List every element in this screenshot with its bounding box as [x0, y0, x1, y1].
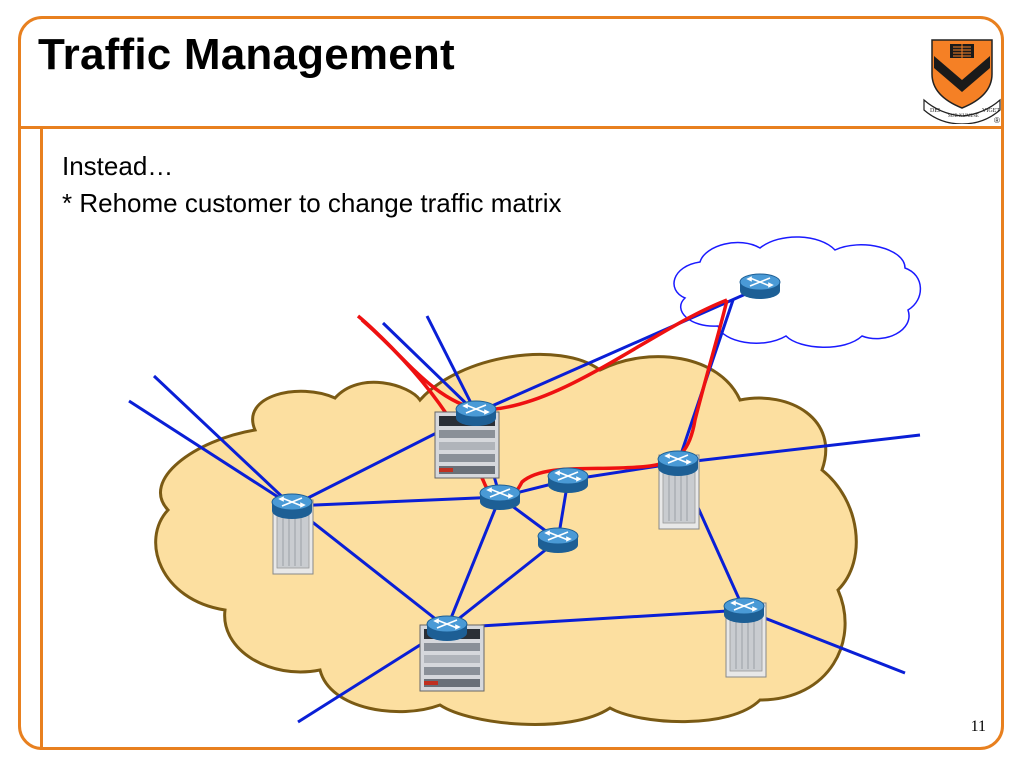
- slide-title: Traffic Management: [38, 30, 455, 79]
- router-icon: [657, 450, 699, 477]
- body-line-2: * Rehome customer to change traffic matr…: [62, 188, 562, 218]
- logo-motto-2: SUB NUMINE: [948, 114, 979, 119]
- router-icon: [271, 493, 313, 520]
- body-line-1: Instead…: [62, 151, 174, 181]
- logo-motto-1: DEI: [930, 108, 940, 114]
- slide-frame: [18, 16, 1004, 750]
- logo-registered-mark: ®: [994, 116, 1000, 124]
- side-divider: [40, 126, 43, 750]
- router-icon: [723, 597, 765, 624]
- main-network-cloud: [154, 352, 858, 726]
- logo-motto-3: VIGET: [982, 108, 1000, 114]
- title-divider: [18, 126, 1004, 129]
- university-shield-logo: DEI SUB NUMINE VIGET ®: [923, 39, 1001, 124]
- router-icon: [547, 467, 589, 494]
- router-icon: [455, 400, 497, 427]
- router-icon: [479, 484, 521, 511]
- page-number: 11: [970, 718, 986, 735]
- router-icon: [739, 273, 781, 300]
- slide-body: Instead… * Rehome customer to change tra…: [62, 148, 562, 222]
- remote-customer-cloud: [673, 236, 922, 348]
- router-icon: [537, 527, 579, 554]
- router-icon: [426, 615, 468, 642]
